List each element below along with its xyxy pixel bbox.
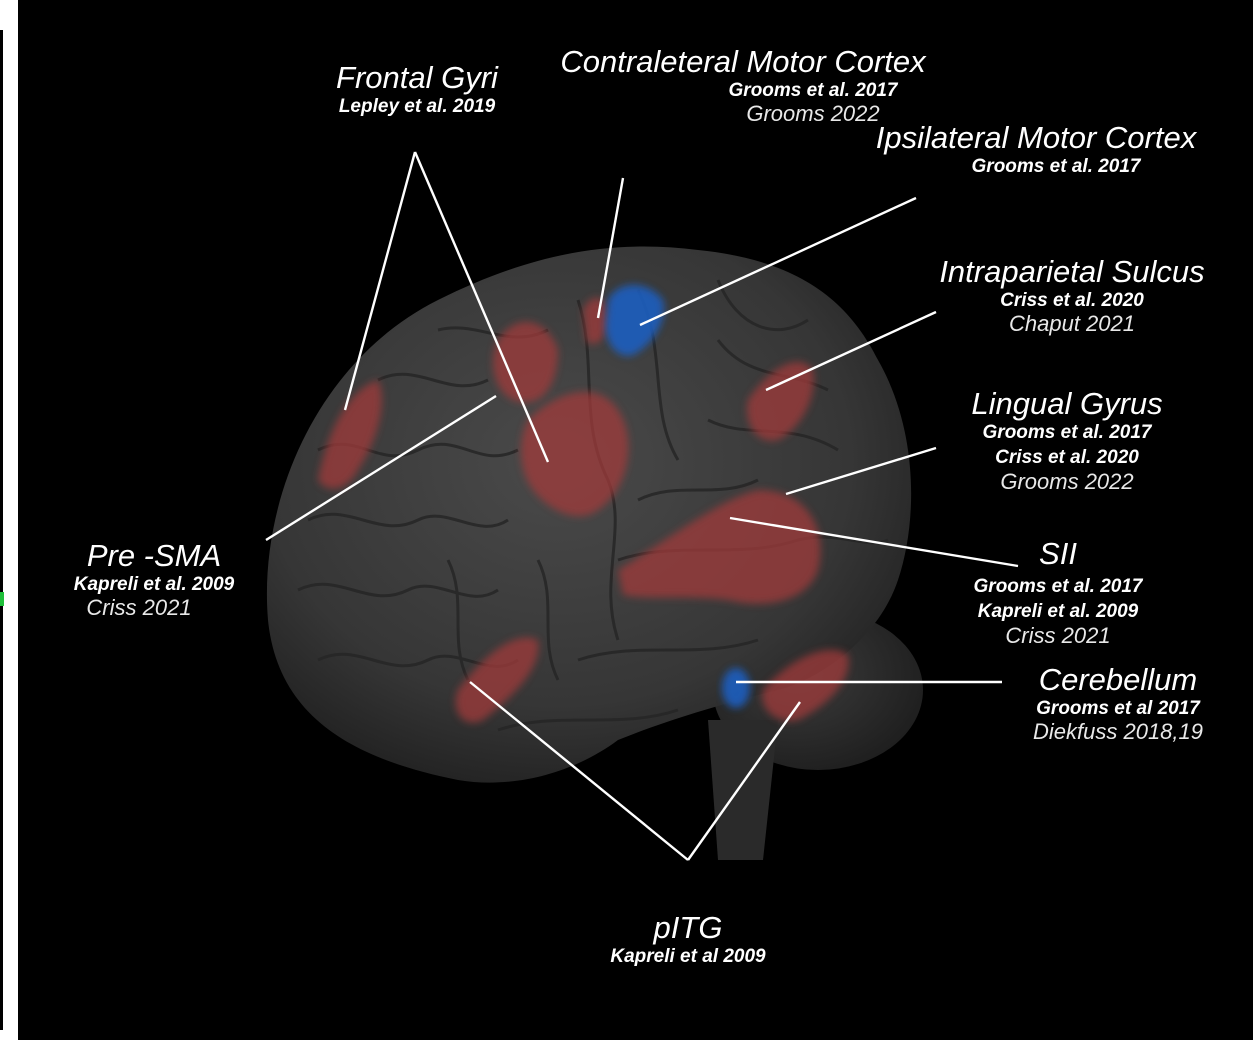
activation-cerebellum-blue [722, 668, 750, 708]
label-cerebellum: Cerebellum Grooms et al 2017 Diekfuss 20… [1008, 664, 1228, 744]
label-sii: SII Grooms et al. 2017 Kapreli et al. 20… [948, 538, 1168, 648]
label-pitg: pITG Kapreli et al 2009 [578, 912, 798, 966]
contralateral-motor-ref-1: Grooms et al. 2017 [663, 81, 963, 101]
intraparietal-title: Intraparietal Sulcus [912, 256, 1232, 289]
ipsilateral-motor-ref-1: Grooms et al. 2017 [886, 157, 1226, 177]
label-contralateral-motor: Contraleteral Motor Cortex Grooms et al.… [523, 46, 963, 126]
label-intraparietal: Intraparietal Sulcus Criss et al. 2020 C… [912, 256, 1232, 336]
pre-sma-ref-1: Kapreli et al. 2009 [54, 575, 254, 595]
ipsilateral-motor-title: Ipsilateral Motor Cortex [846, 122, 1226, 155]
lingual-ref-1: Grooms et al. 2017 [942, 423, 1192, 443]
marker-tick [0, 592, 4, 606]
brainstem-shape [708, 720, 778, 860]
lingual-ref-3: Grooms 2022 [942, 470, 1192, 493]
sii-ref-3: Criss 2021 [948, 624, 1168, 647]
cerebellum-ref-1: Grooms et al 2017 [1008, 699, 1228, 719]
lingual-ref-2: Criss et al. 2020 [942, 448, 1192, 468]
frontal-gyri-title: Frontal Gyri [312, 62, 522, 95]
pitg-title: pITG [578, 912, 798, 945]
label-ipsilateral-motor: Ipsilateral Motor Cortex Grooms et al. 2… [846, 122, 1226, 176]
contralateral-motor-title: Contraleteral Motor Cortex [523, 46, 963, 79]
sii-title: SII [948, 538, 1168, 571]
intraparietal-ref-1: Criss et al. 2020 [912, 291, 1232, 311]
cerebellum-ref-2: Diekfuss 2018,19 [1008, 720, 1228, 743]
pitg-ref-1: Kapreli et al 2009 [578, 947, 798, 967]
cerebellum-title: Cerebellum [1008, 664, 1228, 697]
lingual-title: Lingual Gyrus [942, 388, 1192, 421]
figure-left-border [0, 30, 3, 1030]
brain-figure: Frontal Gyri Lepley et al. 2019 Contrale… [18, 0, 1253, 1040]
label-frontal-gyri: Frontal Gyri Lepley et al. 2019 [312, 62, 522, 116]
frontal-gyri-ref-1: Lepley et al. 2019 [312, 97, 522, 117]
intraparietal-ref-2: Chaput 2021 [912, 312, 1232, 335]
pre-sma-title: Pre -SMA [54, 540, 254, 573]
pre-sma-ref-2: Criss 2021 [54, 596, 224, 619]
sii-ref-1: Grooms et al. 2017 [948, 577, 1168, 597]
sii-ref-2: Kapreli et al. 2009 [948, 602, 1168, 622]
label-lingual-gyrus: Lingual Gyrus Grooms et al. 2017 Criss e… [942, 388, 1192, 494]
label-pre-sma: Pre -SMA Kapreli et al. 2009 Criss 2021 [54, 540, 254, 620]
